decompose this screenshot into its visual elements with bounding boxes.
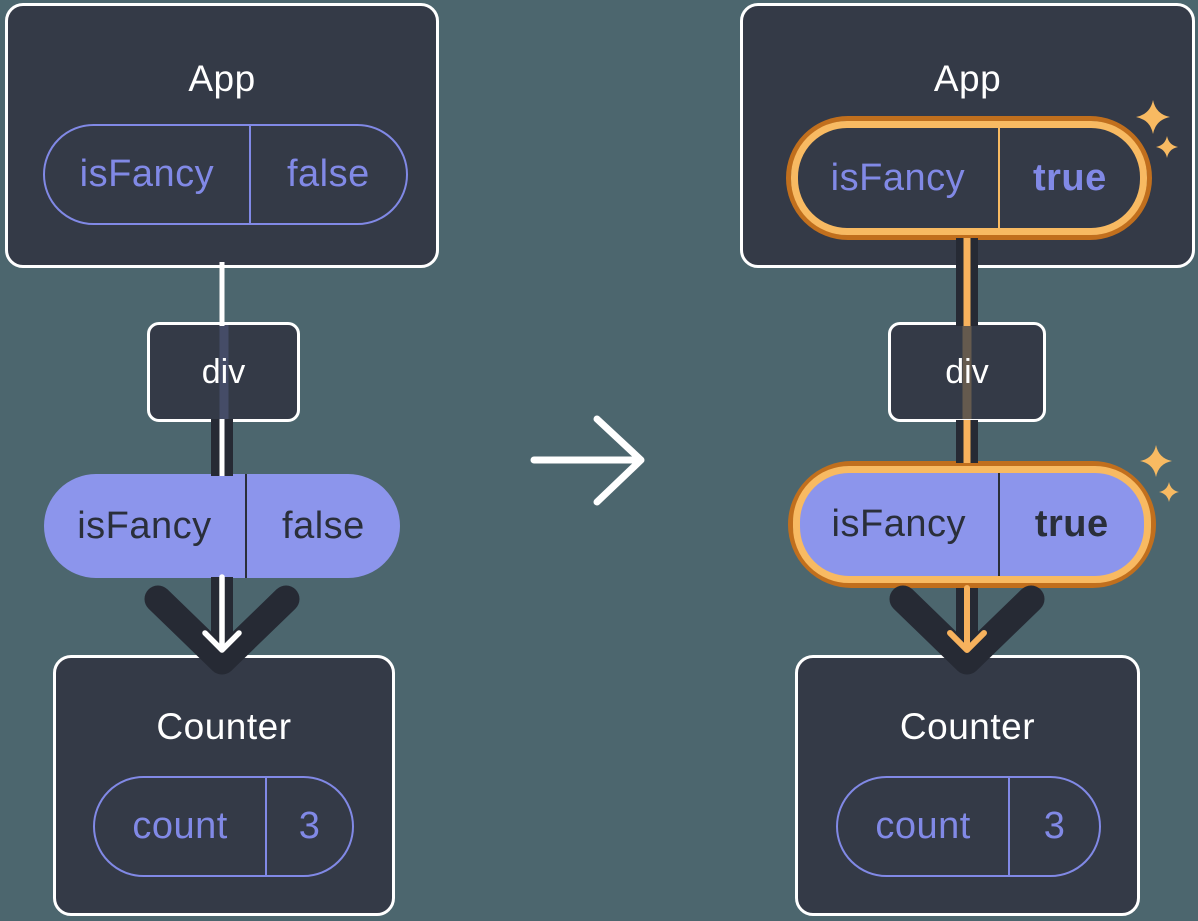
prop-pill-highlighted: isFancy true — [788, 461, 1156, 588]
div-element-box: div — [888, 322, 1046, 422]
state-key: count — [95, 778, 268, 875]
state-value: 3 — [1043, 805, 1066, 847]
prop-key: isFancy — [800, 473, 1000, 576]
element-label: div — [201, 352, 246, 391]
component-title: App — [933, 58, 1002, 99]
element-label: div — [945, 352, 989, 391]
state-key: count — [838, 778, 1011, 875]
state-value: 3 — [298, 805, 321, 847]
prop-key: isFancy — [44, 474, 247, 578]
counter-component-box: Counter count 3 — [795, 655, 1140, 916]
app-component-box: App isFancy false — [5, 3, 439, 268]
counter-component-box: Counter count 3 — [53, 655, 395, 916]
state-pill: isFancy false — [43, 124, 408, 225]
edge-line-through-box — [219, 325, 228, 419]
prop-value: false — [282, 504, 365, 547]
state-pill: count 3 — [836, 776, 1101, 877]
state-pill: count 3 — [93, 776, 354, 877]
state-key: isFancy — [798, 128, 1000, 228]
prop-pill: isFancy false — [44, 474, 400, 578]
state-value: false — [286, 153, 370, 195]
state-value: true — [1032, 156, 1107, 199]
component-title: App — [188, 58, 256, 99]
app-component-box: App isFancy true — [740, 3, 1195, 268]
component-title: Counter — [156, 706, 292, 747]
prop-value: true — [1034, 503, 1109, 545]
state-key: isFancy — [45, 126, 251, 223]
state-pill-highlighted: isFancy true — [786, 116, 1152, 240]
component-title: Counter — [899, 706, 1036, 747]
edge-line-through-box — [962, 325, 972, 419]
